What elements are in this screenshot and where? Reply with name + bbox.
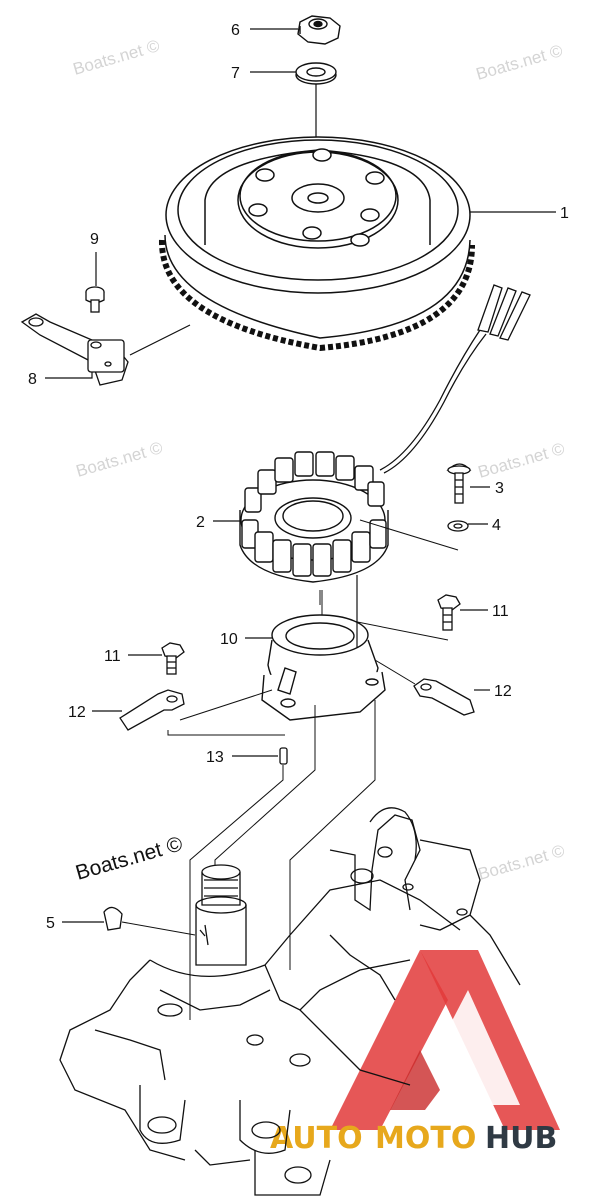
clamp-12-right-part <box>413 678 475 716</box>
callout-4: 4 <box>492 517 501 534</box>
engine-block <box>59 807 521 1196</box>
watermark-main: Boats.net © <box>73 832 186 885</box>
callout-12-left: 12 <box>68 704 86 721</box>
callout-5: 5 <box>46 915 55 932</box>
callout-6: 6 <box>231 22 240 39</box>
callout-8: 8 <box>28 371 37 388</box>
leader-lines <box>45 28 556 923</box>
stator-part <box>239 451 389 583</box>
screw-3-part <box>446 463 472 504</box>
watermark: Boats.net © <box>476 841 567 884</box>
nut-part <box>297 15 341 45</box>
bolt-11-right-part <box>437 594 461 631</box>
callout-3: 3 <box>495 480 504 497</box>
assembly-line <box>121 921 196 936</box>
watermark: Boats.net © <box>476 439 567 482</box>
pulser-coil-part <box>20 313 129 386</box>
stator-harness <box>379 284 531 474</box>
assembly-line <box>374 659 416 685</box>
clamp-12-left-part <box>119 689 185 731</box>
callout-11-right: 11 <box>492 603 509 620</box>
logo-text-hub: HUB <box>485 1121 557 1156</box>
stator-bracket-part <box>261 614 386 721</box>
callout-13: 13 <box>206 749 224 766</box>
bolt-9-part <box>85 286 105 313</box>
dowel-pin-part <box>279 747 288 765</box>
callout-12-right: 12 <box>494 683 512 700</box>
woodruff-key-part <box>103 906 123 931</box>
callout-2: 2 <box>196 514 205 531</box>
watermark: Boats.net © <box>474 41 565 84</box>
bolt-11-left-part <box>161 642 185 675</box>
callout-11-left: 11 <box>104 648 121 665</box>
washer-part <box>295 62 337 85</box>
lock-washer-part <box>447 520 469 532</box>
callout-1: 1 <box>560 205 569 222</box>
assembly-line <box>179 689 273 721</box>
callout-9: 9 <box>90 231 99 248</box>
assembly-line <box>359 519 459 551</box>
assembly-line <box>167 730 285 736</box>
callout-labels: 6 7 1 9 8 3 2 4 11 10 11 12 12 13 5 <box>28 22 569 932</box>
watermark: Boats.net © <box>74 438 165 481</box>
flywheel-part <box>158 136 475 352</box>
callout-10: 10 <box>220 631 238 648</box>
assembly-guides <box>189 590 376 1020</box>
watermark: Boats.net © <box>71 36 162 79</box>
automotohub-logo: AUTO MOTO HUB <box>270 950 560 1156</box>
callout-7: 7 <box>231 65 240 82</box>
logo-text-moto: MOTO <box>375 1121 476 1156</box>
